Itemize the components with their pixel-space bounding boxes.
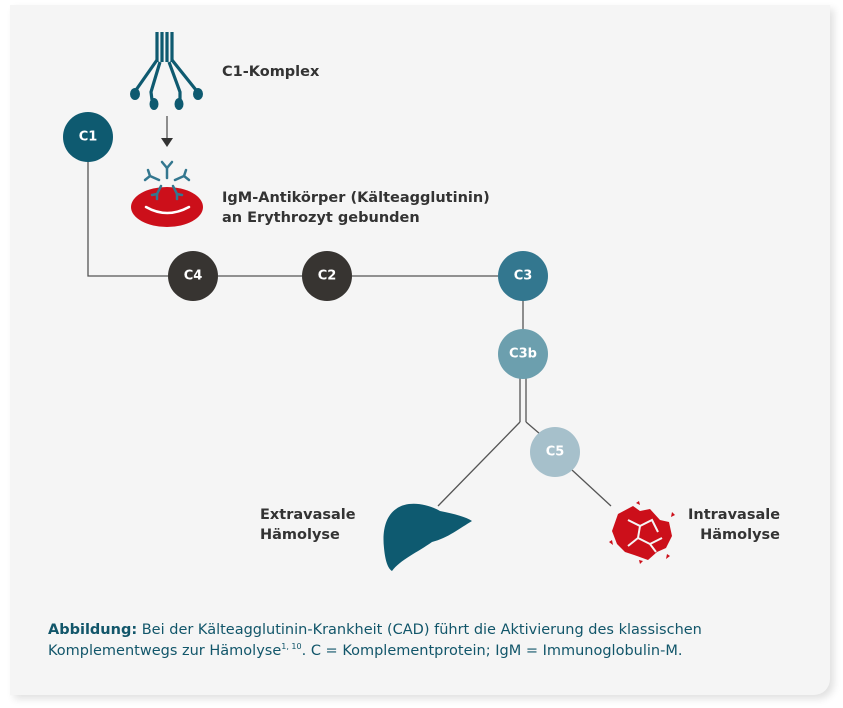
node-c2-label: C2 xyxy=(318,269,337,284)
connector-c5-rbc xyxy=(571,469,612,507)
node-c5-label: C5 xyxy=(546,445,565,460)
node-c3b: C3b xyxy=(498,329,548,379)
igm-antibody-label-line2: an Erythrozyt gebunden xyxy=(222,210,420,226)
node-c1: C1 xyxy=(63,112,113,162)
node-c3b-label: C3b xyxy=(509,347,537,362)
node-c4-label: C4 xyxy=(184,269,203,284)
node-c1-label: C1 xyxy=(79,130,98,145)
node-c4: C4 xyxy=(168,251,218,301)
caption-text-part2: . C = Komplementprotein; IgM = Immunoglo… xyxy=(301,643,683,659)
intravascular-label-line2: Hämolyse xyxy=(700,527,780,543)
liver-icon xyxy=(383,503,472,571)
extravascular-label-line1: Extravasale xyxy=(260,507,356,523)
pathway-connectors xyxy=(87,150,612,507)
c1-complex-icon xyxy=(130,32,203,110)
figure-card xyxy=(10,5,830,695)
caption-bold-prefix: Abbildung: xyxy=(48,622,138,638)
igm-antibody-icon xyxy=(143,160,191,201)
node-c5: C5 xyxy=(530,427,580,477)
intravascular-label-line1: Intravasale xyxy=(688,507,781,523)
igm-antibody-label-line1: IgM-Antikörper (Kälteagglutinin) xyxy=(222,190,490,206)
extravascular-label-line2: Hämolyse xyxy=(260,527,340,543)
node-c3: C3 xyxy=(498,251,548,301)
caption-references: 1, 10 xyxy=(281,642,302,652)
node-c2: C2 xyxy=(302,251,352,301)
node-c3-label: C3 xyxy=(514,269,533,284)
extravascular-hemolysis-label: Extravasale Hämolyse xyxy=(260,505,356,545)
igm-antibody-label: IgM-Antikörper (Kälteagglutinin) an Eryt… xyxy=(222,188,490,228)
figure-caption: Abbildung: Bei der Kälteagglutinin-Krank… xyxy=(48,620,788,662)
c1-complex-label: C1-Komplex xyxy=(222,64,320,80)
erythrocyte-icon xyxy=(131,187,203,227)
erythrocyte-with-igm-icon xyxy=(131,160,203,227)
connector-to-c5 xyxy=(525,421,541,435)
arrow-down-icon xyxy=(161,116,173,147)
connector-c1-c4 xyxy=(87,150,168,277)
connector-to-liver xyxy=(437,421,521,507)
intravascular-hemolysis-label: Intravasale Hämolyse xyxy=(688,505,780,545)
ruptured-erythrocyte-icon xyxy=(609,501,675,564)
caption-text-part1: Bei der Kälteagglutinin-Krankheit (CAD) … xyxy=(48,622,702,659)
